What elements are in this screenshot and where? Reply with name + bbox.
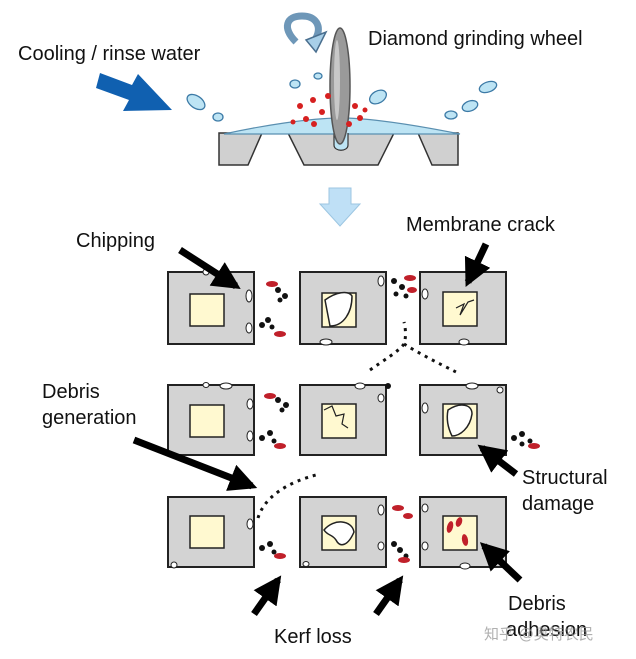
wafer-stage-right [416,132,459,166]
debris-generation-label-line2: generation [42,407,137,429]
wafer-stage-left [218,132,264,166]
rotation-arrow [284,12,322,45]
grinding-process [96,12,498,166]
chip-r2c3 [419,382,507,456]
structural-damage-label-line1: Structural [522,467,608,489]
structural-damage-label-line2: damage [522,493,595,515]
rotation-arrowhead [304,30,328,54]
debris-adhesion-label-line1: Debris [508,593,566,615]
kerf-loss-label: Kerf loss [274,626,352,648]
cooling-water-label: Cooling / rinse water [18,43,201,65]
process-down-arrow [318,187,362,227]
kerf-loss-arrow-left [251,575,282,617]
grinding-wheel-label: Diamond grinding wheel [368,28,583,50]
debris-generation-arrow [132,436,258,491]
chipping-label: Chipping [76,230,155,252]
chip-r2c2 [299,382,387,456]
pointer-arrows [132,242,523,617]
debris-adhesion-label-line2: adhesion [506,619,588,641]
debris-clusters [259,275,540,563]
chip-r1c3 [419,271,507,346]
wheel-highlight [334,40,340,120]
structural-damage-arrow [477,444,519,477]
chip-r1c2 [299,271,387,346]
chip-r3c3 [419,496,507,570]
water-droplets [186,72,498,122]
chip-r3c1 [167,496,255,569]
diamond-grinding-wheel [329,27,351,145]
debris-generation-label-line1: Debris [42,381,100,403]
chipping-arrow [178,247,241,290]
chip-r3c2 [299,496,387,568]
dotted-cut-lines [256,321,457,519]
watermark: 知乎 @奥特农民 [484,625,594,643]
kerf-loss-arrow-right [373,575,404,617]
chip-r1c1 [167,268,255,345]
membrane-crack-arrow [464,242,491,288]
membrane-crack-label: Membrane crack [406,214,555,236]
cooling-water-arrow [96,73,172,111]
chip-grid [167,268,507,570]
debris-particles-top [290,93,368,127]
debris-adhesion-arrow [479,542,523,583]
chip-r2c1 [167,382,255,456]
